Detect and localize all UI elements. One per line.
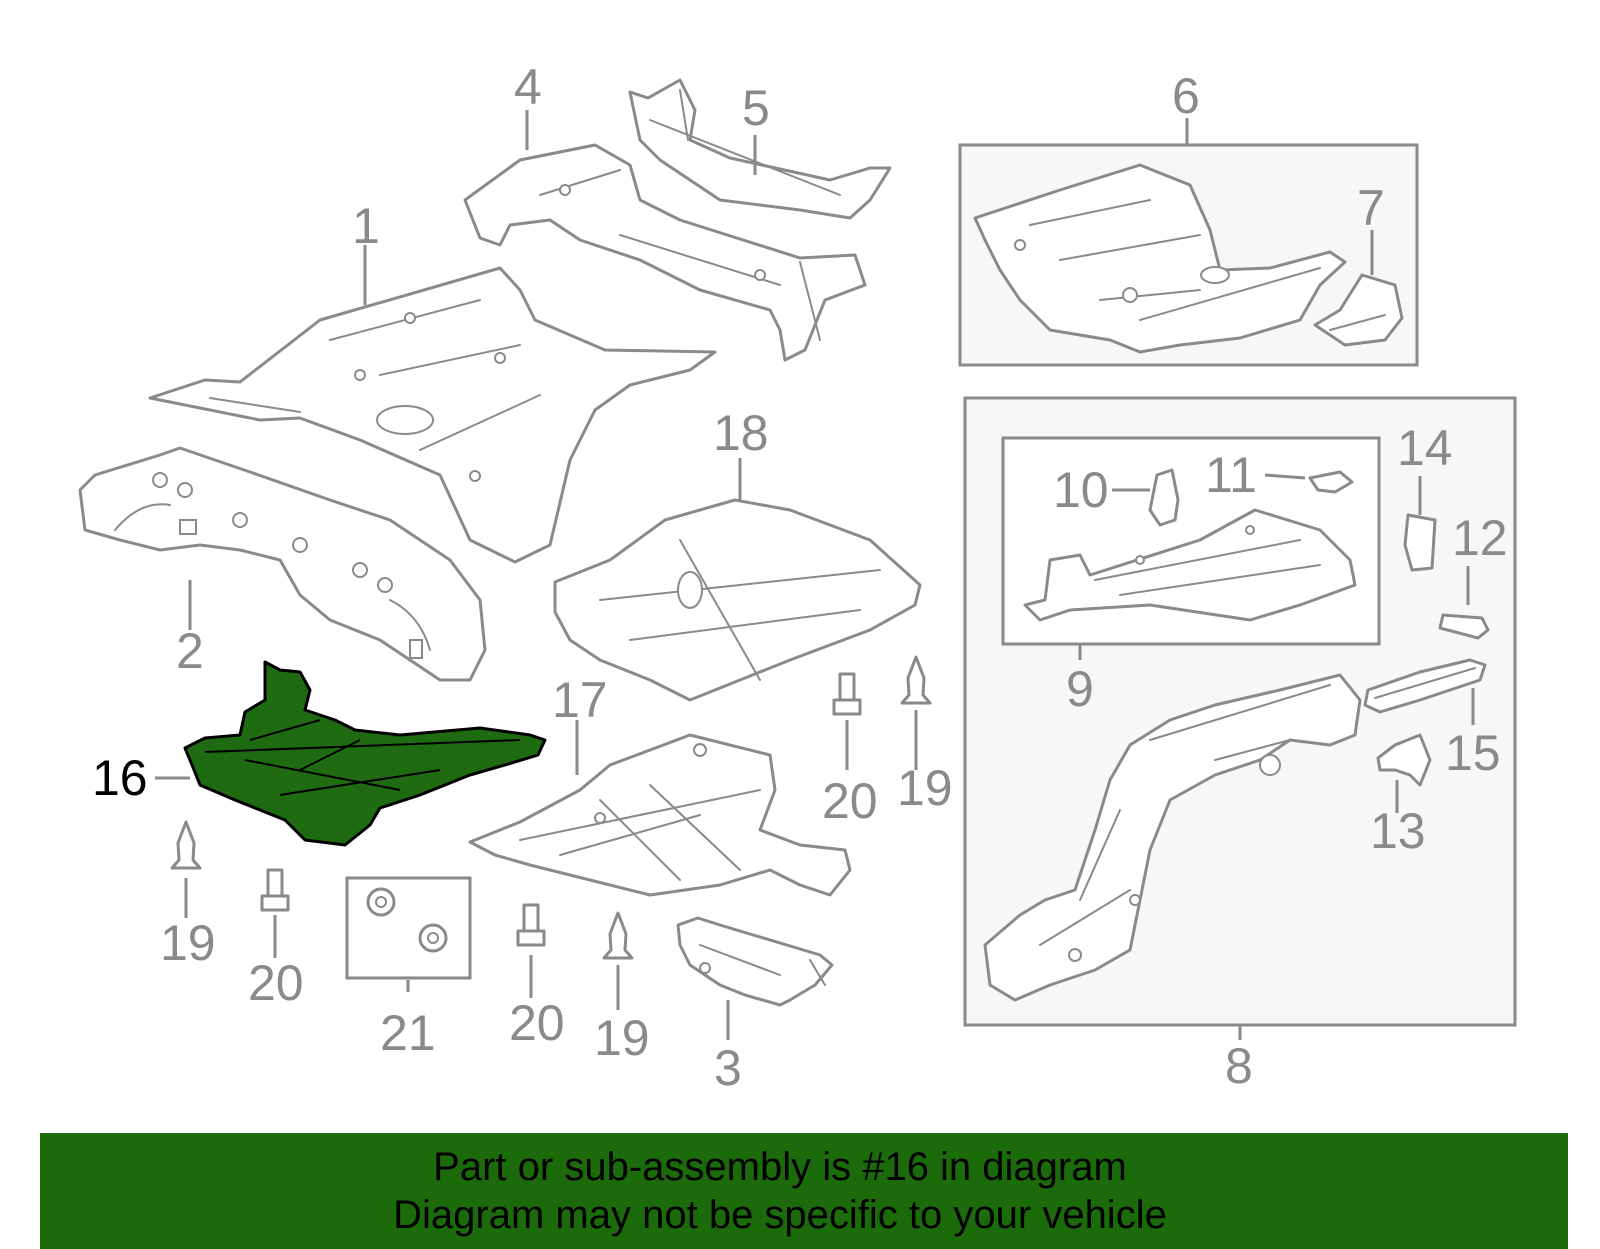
part-4-cross-member[interactable] xyxy=(463,143,867,362)
callout-4: 4 xyxy=(514,59,542,115)
part-10-bracket[interactable] xyxy=(1148,468,1180,527)
callout-2: 2 xyxy=(176,623,204,679)
callout-7: 7 xyxy=(1357,180,1385,236)
banner-part-line: Part or sub-assembly is #16 in diagram xyxy=(433,1145,1127,1189)
banner-disclaimer-line: Diagram may not be specific to your vehi… xyxy=(393,1193,1167,1237)
part-11-clip[interactable] xyxy=(1308,470,1354,494)
leader-lines xyxy=(155,110,1475,1040)
callout-14: 14 xyxy=(1397,420,1453,476)
callout-15: 15 xyxy=(1445,725,1501,781)
callout-19-c: 19 xyxy=(897,760,953,816)
callout-20-c: 20 xyxy=(822,773,878,829)
callout-18: 18 xyxy=(713,405,769,461)
callout-20-a: 20 xyxy=(248,955,304,1011)
callout-9: 9 xyxy=(1066,661,1094,717)
fastener-20-bolt-a[interactable] xyxy=(260,868,290,912)
fastener-20-bolt-c[interactable] xyxy=(832,672,862,716)
info-banner: Part or sub-assembly is #16 in diagram D… xyxy=(40,1133,1568,1249)
part-9-rail-extension[interactable] xyxy=(1023,508,1357,622)
part-1-rear-floor-pan[interactable] xyxy=(148,266,717,564)
part-13-bracket[interactable] xyxy=(1376,733,1432,787)
part-18-spare-tire-tub[interactable] xyxy=(553,498,922,702)
callout-17: 17 xyxy=(552,672,608,728)
group-box-21 xyxy=(345,876,472,980)
part-15-rail[interactable] xyxy=(1363,658,1487,714)
part-7-plate[interactable] xyxy=(1313,273,1404,347)
part-8-side-member[interactable] xyxy=(983,673,1362,1002)
part-3-bracket[interactable] xyxy=(676,916,834,1007)
callout-11: 11 xyxy=(1205,447,1257,503)
fastener-19-clip-b[interactable] xyxy=(602,911,634,960)
callout-12: 12 xyxy=(1452,510,1508,566)
fastener-19-clip-c[interactable] xyxy=(900,655,932,705)
callout-16: 16 xyxy=(92,750,148,806)
part-14-plate[interactable] xyxy=(1403,513,1437,572)
part-2-rear-panel[interactable] xyxy=(78,446,487,682)
part-17-undercover[interactable] xyxy=(468,733,852,897)
part-12-pin[interactable] xyxy=(1438,613,1490,640)
callout-6: 6 xyxy=(1172,68,1200,124)
part-5-upper-member[interactable] xyxy=(628,78,892,220)
callout-5: 5 xyxy=(742,80,770,136)
callout-20-b: 20 xyxy=(509,995,565,1051)
callout-21: 21 xyxy=(380,1005,436,1061)
callout-10: 10 xyxy=(1053,462,1109,518)
part-16-highlighted-panel[interactable] xyxy=(183,660,547,847)
callout-1: 1 xyxy=(352,198,380,254)
part-6-floor-assembly[interactable] xyxy=(973,163,1347,354)
callout-3: 3 xyxy=(714,1040,742,1096)
callout-8: 8 xyxy=(1225,1038,1253,1094)
callout-13: 13 xyxy=(1370,803,1426,859)
fastener-20-bolt-b[interactable] xyxy=(516,903,546,947)
fastener-19-clip-a[interactable] xyxy=(170,820,202,870)
part-21-nuts[interactable] xyxy=(366,887,448,953)
callout-19-b: 19 xyxy=(594,1010,650,1066)
callout-19-a: 19 xyxy=(160,915,216,971)
